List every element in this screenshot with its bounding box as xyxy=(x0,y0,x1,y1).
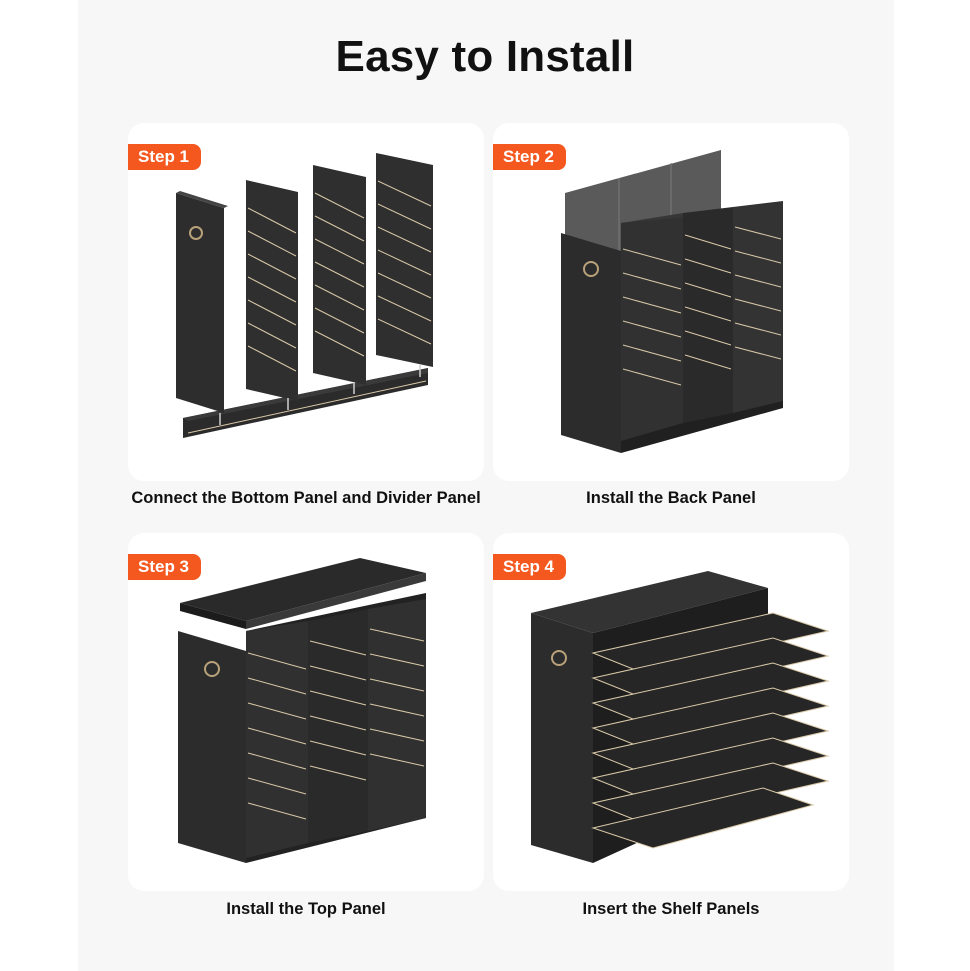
step-2-badge: Step 2 xyxy=(493,144,567,170)
step-1-badge: Step 1 xyxy=(128,144,202,170)
step-4-illustration xyxy=(531,571,830,863)
step-4-card: Step 4 xyxy=(493,533,849,891)
page-title: Easy to Install xyxy=(335,32,635,81)
step-1-caption: Connect the Bottom Panel and Divider Pan… xyxy=(131,489,481,507)
step-1-illustration xyxy=(176,153,433,438)
step-1-card: Step 1 xyxy=(128,123,484,481)
step-2-caption: Install the Back Panel xyxy=(586,489,756,507)
step-2-card: Step 2 xyxy=(493,123,849,481)
step-3-badge: Step 3 xyxy=(128,554,202,580)
step-4-badge: Step 4 xyxy=(493,554,567,580)
step-3-card: Step 3 xyxy=(128,533,484,891)
step-4-caption: Insert the Shelf Panels xyxy=(582,900,760,918)
step-3-caption: Install the Top Panel xyxy=(226,900,386,918)
step-3-illustration xyxy=(178,558,426,863)
step-2-illustration xyxy=(561,150,783,453)
